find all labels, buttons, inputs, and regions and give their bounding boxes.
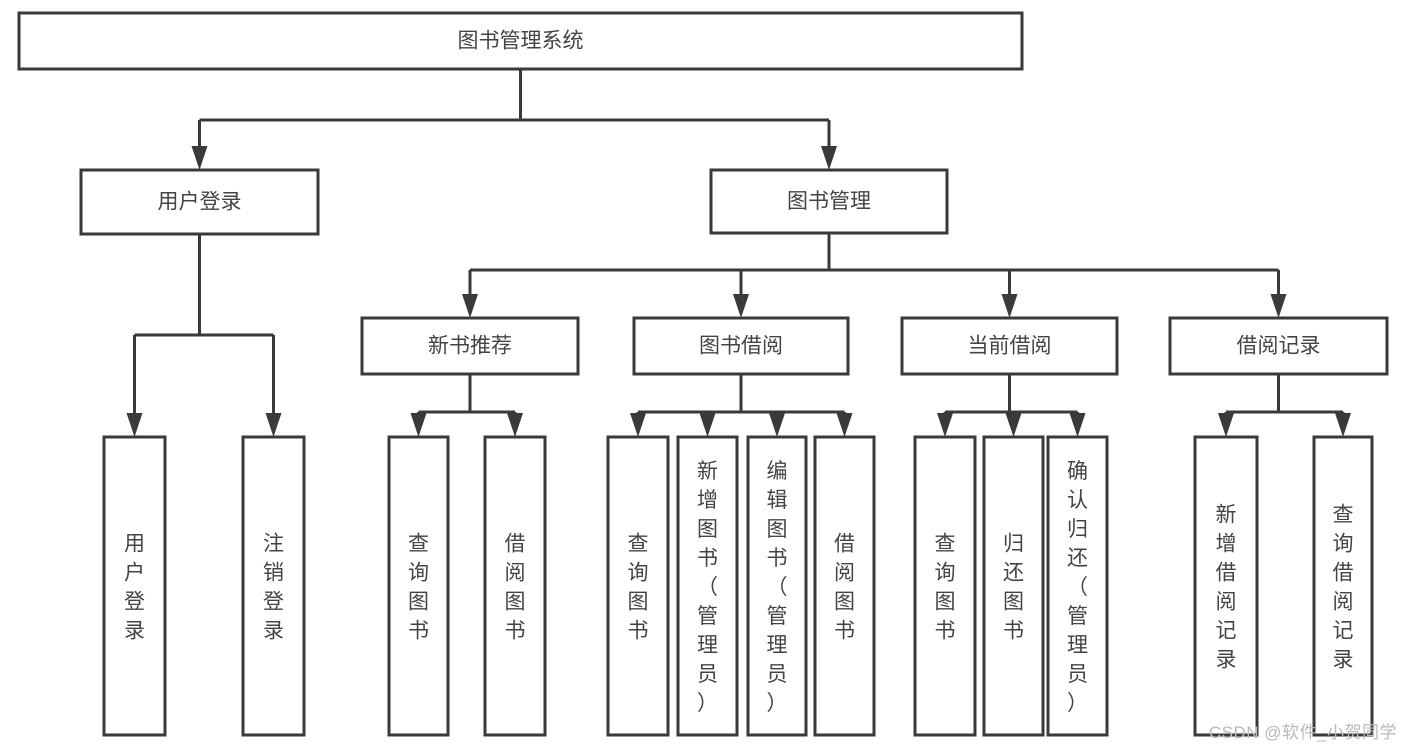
node-book-manage[interactable]: 图书管理 (709, 168, 949, 235)
node-current-borrow[interactable]: 当前借阅 (900, 316, 1119, 376)
arrow-head-icon (1218, 413, 1234, 437)
node-label: 归还图书 (1003, 533, 1024, 643)
arrow-head-icon (769, 413, 785, 437)
node-label: 借阅图书 (834, 533, 855, 643)
node-label: 借阅图书 (505, 533, 526, 643)
node-label: 借阅记录 (1237, 335, 1321, 358)
node-leaf-query-book-1[interactable]: 查询图书 (387, 435, 450, 737)
node-label: 当前借阅 (968, 335, 1052, 358)
node-leaf-query-record[interactable]: 查询借阅记录 (1312, 435, 1374, 737)
node-leaf-query-book-2[interactable]: 查询图书 (606, 435, 670, 737)
node-leaf-confirm-return[interactable]: 确认归还（管理员） (1046, 435, 1109, 737)
node-label: 图书管理系统 (458, 30, 584, 53)
node-label: 查询图书 (628, 533, 649, 643)
node-leaf-borrow-book-2[interactable]: 借阅图书 (813, 435, 876, 737)
node-user-login[interactable]: 用户登录 (79, 168, 320, 236)
node-layer: 图书管理系统用户登录图书管理新书推荐图书借阅当前借阅借阅记录用户登录注销登录查询… (17, 11, 1389, 737)
arrow-head-icon (733, 294, 749, 318)
arrow-head-icon (699, 413, 716, 437)
node-borrow-record[interactable]: 借阅记录 (1168, 316, 1389, 376)
node-label: 注销登录 (263, 533, 284, 643)
arrow-head-icon (1001, 294, 1018, 318)
node-leaf-add-book[interactable]: 新增图书（管理员） (676, 435, 739, 737)
node-label: 查询图书 (408, 533, 429, 643)
arrow-head-icon (462, 294, 478, 318)
node-label: 查询借阅记录 (1333, 504, 1354, 672)
arrow-head-icon (821, 146, 837, 170)
node-leaf-logout[interactable]: 注销登录 (241, 435, 306, 737)
arrow-head-icon (191, 146, 208, 170)
node-label: 查询图书 (935, 533, 956, 643)
node-leaf-return-book[interactable]: 归还图书 (982, 435, 1045, 737)
arrow-head-icon (937, 413, 953, 437)
arrow-head-icon (507, 413, 523, 437)
arrow-head-icon (1069, 413, 1086, 437)
node-label: 用户登录 (158, 191, 242, 214)
node-label: 新增图书（管理员） (697, 460, 718, 715)
arrow-head-icon (1335, 413, 1351, 437)
node-label: 新书推荐 (428, 335, 512, 358)
node-new-book-recommend[interactable]: 新书推荐 (360, 316, 580, 376)
node-label: 图书管理 (787, 190, 871, 213)
arrow-head-icon (126, 413, 143, 437)
node-label: 编辑图书（管理员） (767, 460, 788, 715)
arrow-head-icon (1005, 413, 1022, 437)
node-label: 确认归还（管理员） (1067, 460, 1088, 715)
csdn-watermark: CSDN @软件_小贺同学 (1208, 723, 1397, 742)
node-leaf-add-record[interactable]: 新增借阅记录 (1193, 435, 1259, 737)
node-label: 新增借阅记录 (1216, 504, 1237, 672)
arrow-head-icon (410, 413, 427, 437)
node-book-borrow[interactable]: 图书借阅 (632, 316, 850, 376)
node-leaf-edit-book[interactable]: 编辑图书（管理员） (746, 435, 808, 737)
arrow-head-icon (836, 413, 853, 437)
arrow-head-icon (265, 413, 282, 437)
arrow-head-icon (1270, 294, 1287, 318)
node-label: 用户登录 (124, 533, 145, 643)
connector-layer (126, 69, 1351, 437)
node-label: 图书借阅 (699, 335, 783, 358)
node-leaf-user-login[interactable]: 用户登录 (102, 435, 167, 737)
node-leaf-query-book-3[interactable]: 查询图书 (913, 435, 977, 737)
node-leaf-borrow-book-1[interactable]: 借阅图书 (483, 435, 547, 737)
node-root-图书管理系统[interactable]: 图书管理系统 (17, 11, 1024, 71)
arrow-head-icon (630, 413, 646, 437)
